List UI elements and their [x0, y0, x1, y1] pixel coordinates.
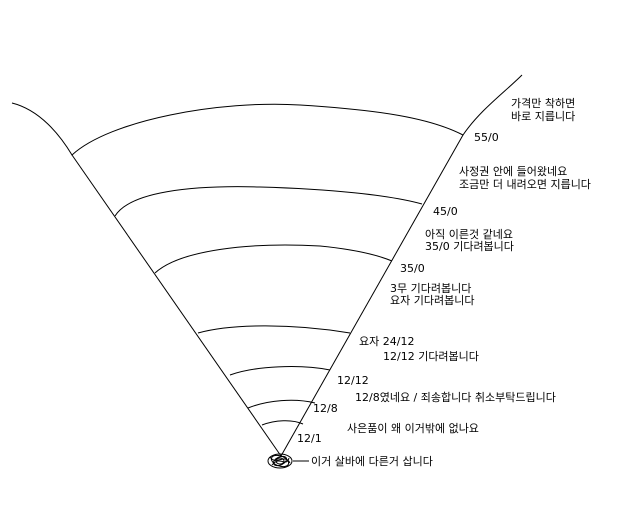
tier-3-comment-line-2: 35/0 기다려봅니다: [425, 240, 514, 253]
tier-3-price: 35/0: [400, 262, 425, 275]
tier-line-35: [154, 244, 393, 274]
tier-line-12-8: [261, 420, 304, 426]
tier-2-comment-line-2: 조금만 더 내려오면 지릅니다: [459, 178, 591, 191]
tier-3-comment-line-1: 아직 이른것 같네요: [425, 228, 513, 241]
tier-5-comment-line-2: 12/12 기다려봅니다: [383, 350, 479, 363]
tier-4-comment-line-2: 요자 기다려봅니다: [390, 294, 475, 307]
tier-line-3mu: [197, 325, 351, 334]
tier-1-price: 55/0: [474, 131, 499, 144]
tier-6-price: 12/12: [337, 374, 369, 387]
tier-8-price: 12/1: [297, 432, 322, 445]
tier-5-comment-line-1: 요자 24/12: [359, 335, 415, 348]
tier-line-24: [229, 366, 331, 376]
tier-7-comment-line-1: 사은품이 왜 이거밖에 없나요: [347, 422, 479, 435]
tier-line-12-12: [247, 399, 316, 409]
tier-1-comment-line-1: 가격만 착하면: [511, 97, 576, 110]
tier-6-comment-line-1: 12/8였네요 / 죄송합니다 취소부탁드립니다: [355, 391, 556, 404]
bottom-label: 이거 살바에 다른거 삽니다: [311, 455, 433, 468]
cone-top-outline: [11, 74, 523, 156]
tier-2-price: 45/0: [433, 205, 458, 218]
scribble-icon: [267, 453, 293, 469]
tier-7-price: 12/8: [313, 402, 338, 415]
cone-left-edge: [71, 154, 282, 457]
tier-4-comment-line-1: 3무 기다려봅니다: [390, 282, 472, 295]
tier-2-comment-line-1: 사정권 안에 들어왔네요: [459, 165, 568, 178]
tier-1-comment-line-2: 바로 지릅니다: [511, 110, 576, 123]
tier-line-45: [114, 186, 423, 217]
